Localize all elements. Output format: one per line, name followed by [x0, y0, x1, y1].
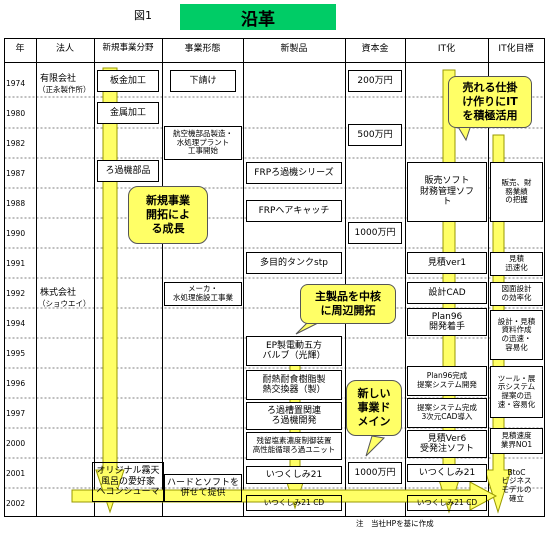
shihon-1000b: 1000万円 [348, 462, 402, 484]
seihin-frp-hair: FRPヘアキャッチ [246, 200, 342, 222]
mokuhyo-tool: ツール・展示システム提案の迅速・容易化 [490, 366, 543, 418]
mokuhyo-hanbai: 販売、財務業績の把握 [490, 162, 543, 222]
mokuhyo-mitsumori: 見積迅速化 [490, 252, 543, 276]
callout-shuryoku: 主製品を中核に周辺開拓 [300, 284, 396, 324]
year-label: 1974 [6, 79, 26, 88]
year-label: 1996 [6, 379, 26, 388]
shinki-kinzoku: 金属加工 [97, 102, 159, 124]
shinki-bankin: 板金加工 [97, 70, 159, 92]
year-label: 1990 [6, 229, 26, 238]
mokuhyo-sekkei: 設計・見積資料作成の迅速・容易化 [490, 310, 543, 360]
arrow-horizontal [71, 481, 498, 511]
year-label: 1988 [6, 199, 26, 208]
header-itka: IT化 [437, 44, 456, 54]
header-shihon: 資本金 [361, 44, 389, 54]
itka-hanbai: 販売ソフト財務管理ソフト [407, 162, 487, 222]
footnote: 注 当社HPを基に作成 [356, 519, 434, 528]
shihon-500: 500万円 [348, 124, 402, 146]
shihon-200: 200万円 [348, 70, 402, 92]
year-label: 1992 [6, 289, 26, 298]
seihin-itsukushimi: いつくしみ21 [246, 466, 342, 484]
seihin-tamokuteki: 多目的タンクstp [246, 252, 342, 274]
header-shinki: 新規事業分野 [102, 43, 154, 53]
itka-itsu21: いつくしみ21 [407, 464, 487, 482]
seihin-itsukushimi-cd: いつくしみ21 CD [246, 495, 342, 511]
itka-cad: 設計CAD [407, 282, 487, 304]
year-label: 2000 [6, 439, 26, 448]
itka-mitsumori1: 見積ver1 [407, 252, 487, 274]
header-year: 年 [15, 44, 25, 54]
hojin-yugen-sub: （正永製作所） [38, 85, 91, 94]
year-label: 1982 [6, 139, 26, 148]
year-label: 1994 [6, 319, 26, 328]
hojin-kabu: 株式会社 [40, 288, 77, 298]
keitai-hard: ハードとソフトを併せて提供 [164, 474, 242, 502]
callout-shinki: 新規事業開拓による成長 [128, 186, 208, 244]
year-label: 2002 [6, 499, 26, 508]
page-title: 沿革 [180, 4, 336, 30]
seihin-zanryu: 残留塩素濃度制御装置高性能循環ろ過ユニット [246, 432, 342, 460]
header-seihin: 新製品 [280, 44, 308, 54]
seihin-frp-roka: FRPろ過機シリーズ [246, 162, 342, 184]
itka-itsu21cd: いつくしみ21 CD [407, 495, 487, 511]
seihin-ep: EP製電動五方バルブ（光輝） [246, 336, 342, 366]
year-label: 1995 [6, 349, 26, 358]
hojin-yugen: 有限会社 [40, 74, 77, 84]
callout-atarashii: 新しい事業ドメイン [346, 380, 402, 436]
shihon-1000: 1000万円 [348, 222, 402, 244]
keitai-kokuki: 航空機部品製造・水処理プラント工事開始 [164, 126, 242, 160]
year-label: 1987 [6, 169, 26, 178]
year-label: 1980 [6, 109, 26, 118]
seihin-rokazai: ろ過槽置関連ろ過機開発 [246, 402, 342, 430]
figure-label: 図1 [134, 9, 152, 22]
hojin-kabu-sub: （ショウエイ） [38, 299, 91, 308]
year-label: 2001 [6, 469, 26, 478]
year-label: 1997 [6, 409, 26, 418]
keitai-shitauke: 下請け [170, 70, 236, 92]
shinki-original: オリジナル霧天風呂の愛好家へコンシューマ [92, 462, 164, 502]
header-hojin: 法人 [55, 44, 74, 54]
itka-plan96-kansei: Plan96完成提案システム開発 [407, 366, 487, 396]
keitai-maker: メーカ・水処理施設工事業 [164, 282, 242, 306]
seihin-tainetsu: 耐熱耐食樹脂製熱交換器（製） [246, 370, 342, 400]
mokuhyo-zumen: 図面設計の効率化 [490, 282, 543, 306]
header-mokuhyo: IT化目標 [498, 44, 534, 54]
header-keitai: 事業形態 [184, 44, 221, 54]
mokuhyo-jinsoku: 見積速度業界NO1 [490, 428, 543, 454]
shinki-roka: ろ過機部品 [97, 160, 159, 182]
year-label: 1991 [6, 259, 26, 268]
